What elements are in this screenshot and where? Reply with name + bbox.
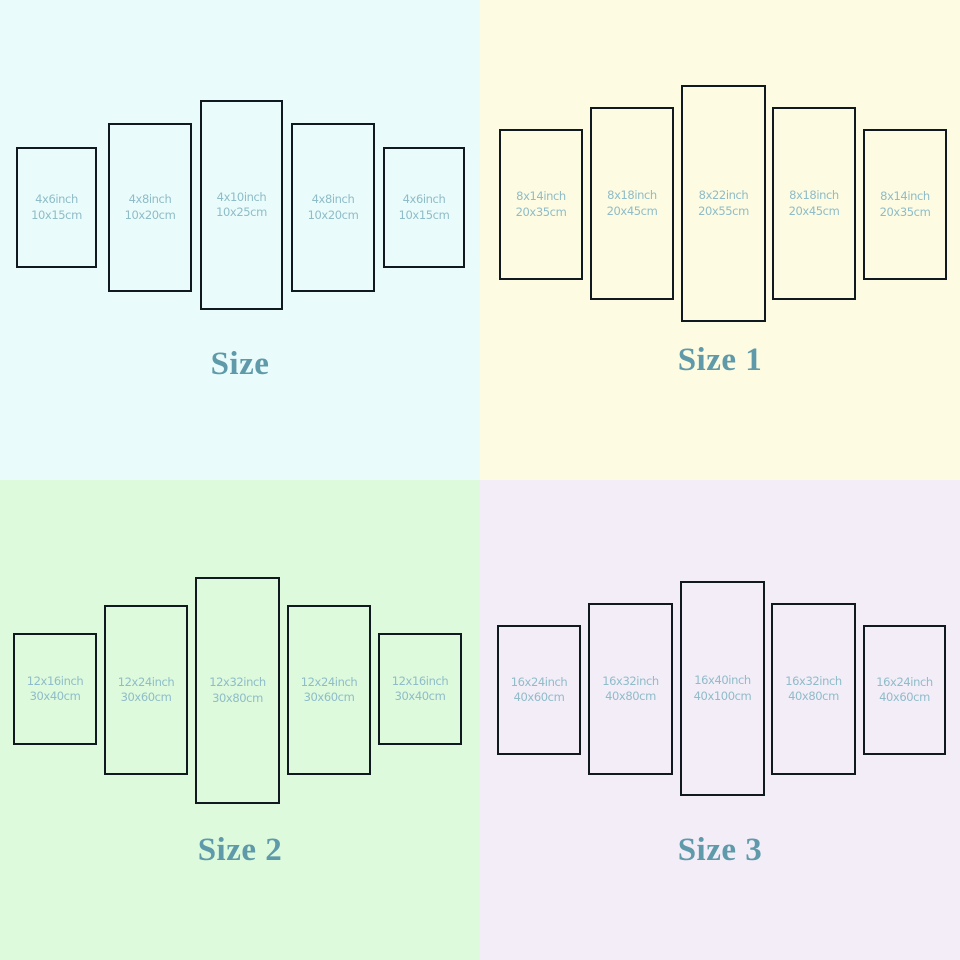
frame-size-centimeters: 30x80cm xyxy=(212,690,263,705)
frame-size-inches: 8x14inch xyxy=(516,189,566,204)
frame-size-centimeters: 10x15cm xyxy=(31,207,82,222)
panel-title: Size 1 xyxy=(677,342,763,378)
frame-size-inches: 4x6inch xyxy=(35,192,78,207)
frame-size-inches: 16x24inch xyxy=(876,674,933,689)
frame-size-inches: 4x6inch xyxy=(402,192,446,207)
frame-size-centimeters: 30x60cm xyxy=(120,690,172,704)
frame-size-inches: 12x16inch xyxy=(391,673,449,688)
panel-title: Size 2 xyxy=(197,832,283,868)
frame-size-centimeters: 20x35cm xyxy=(515,204,567,219)
frame-size-centimeters: 40x60cm xyxy=(513,690,565,704)
frame-size-inches: 12x32inch xyxy=(209,675,266,690)
frame-size-centimeters: 20x35cm xyxy=(879,204,931,219)
panel-title: Size 3 xyxy=(677,832,763,868)
frame-size-inches: 16x32inch xyxy=(785,673,842,688)
frame-size-inches: 8x22inch xyxy=(698,188,749,203)
frame-size-centimeters: 10x15cm xyxy=(398,207,450,222)
frame-size-inches: 8x14inch xyxy=(880,189,930,204)
frame-size-centimeters: 10x25cm xyxy=(216,205,267,219)
frame-size-centimeters: 20x55cm xyxy=(698,203,749,218)
frame-size-centimeters: 20x45cm xyxy=(788,203,840,218)
frame-size-centimeters: 40x100cm xyxy=(693,688,752,703)
frame-size-centimeters: 10x20cm xyxy=(307,207,359,222)
frame-size-inches: 4x8inch xyxy=(311,192,355,207)
frame-size-inches: 8x18inch xyxy=(789,188,839,203)
panel-title: Size xyxy=(210,346,270,382)
frame-size-inches: 8x18inch xyxy=(607,188,657,203)
frame-size-centimeters: 30x40cm xyxy=(29,689,81,703)
frame-size-centimeters: 30x40cm xyxy=(394,689,446,703)
frame-size-centimeters: 10x20cm xyxy=(124,207,176,222)
frame-size-inches: 4x8inch xyxy=(128,192,172,207)
frame-size-centimeters: 20x45cm xyxy=(606,203,658,218)
frame-size-inches: 4x10inch xyxy=(216,189,267,204)
frame-size-inches: 12x24inch xyxy=(117,674,175,689)
frame-size-inches: 12x24inch xyxy=(300,674,358,689)
frame-size-centimeters: 40x80cm xyxy=(788,689,839,703)
frame-size-centimeters: 30x60cm xyxy=(303,690,355,704)
frame-size-inches: 12x16inch xyxy=(26,673,84,688)
frame-size-inches: 16x24inch xyxy=(510,674,568,689)
frame-size-centimeters: 40x60cm xyxy=(879,690,930,704)
frame-size-inches: 16x40inch xyxy=(694,673,751,688)
frame-size-centimeters: 40x80cm xyxy=(605,689,656,703)
frame-size-inches: 16x32inch xyxy=(602,673,659,688)
